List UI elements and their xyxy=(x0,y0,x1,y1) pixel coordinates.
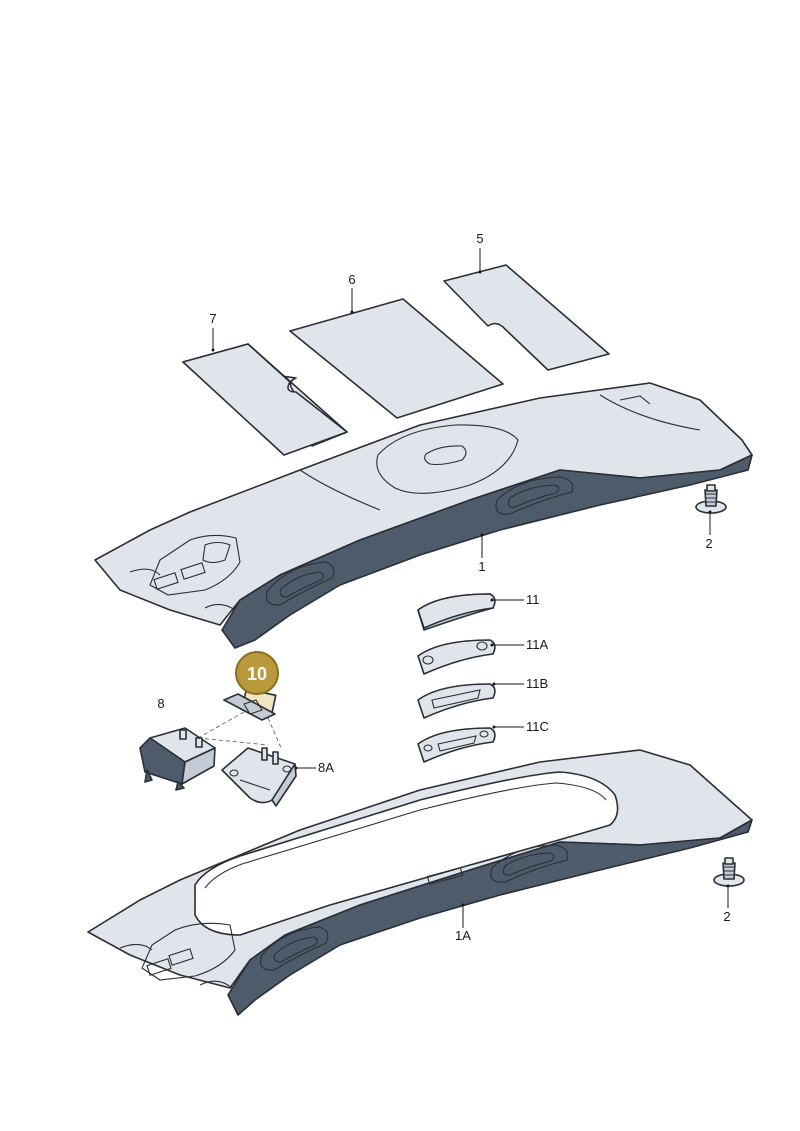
assembly-guide-lines xyxy=(197,711,283,751)
callout-label-11B: 11B xyxy=(526,676,548,691)
insulation-pad-5[interactable] xyxy=(443,264,610,371)
callout-label-7: 7 xyxy=(209,311,216,326)
bolt-2-upper[interactable] xyxy=(695,484,727,514)
cover-11[interactable] xyxy=(417,593,496,631)
cover-11C[interactable] xyxy=(417,727,496,763)
callout-label-10: 10 xyxy=(247,664,267,684)
headliner-1[interactable] xyxy=(94,382,753,649)
clip-10[interactable] xyxy=(223,688,277,721)
headliner-1A[interactable] xyxy=(87,749,753,1016)
callout-label-8A: 8A xyxy=(318,760,334,775)
callout-label-6: 6 xyxy=(348,272,355,287)
callout-badge-10[interactable]: 10 xyxy=(235,651,279,695)
bracket-8A[interactable] xyxy=(221,747,297,807)
cover-11A[interactable] xyxy=(417,639,496,675)
callout-label-2-upper: 2 xyxy=(705,536,712,551)
insulation-pad-7[interactable] xyxy=(182,343,348,456)
callout-label-5: 5 xyxy=(476,231,483,246)
callout-label-11A: 11A xyxy=(526,637,548,652)
callout-label-8: 8 xyxy=(157,696,164,711)
cover-11B[interactable] xyxy=(417,683,496,719)
callout-label-1A: 1A xyxy=(455,928,471,943)
callout-label-1: 1 xyxy=(478,559,485,574)
callout-labels: 7 6 5 1 2 11 11A 11B 11C 8 8A 1A 2 xyxy=(157,231,730,943)
leader-lines xyxy=(211,248,730,928)
callout-label-11: 11 xyxy=(526,592,540,607)
bolt-2-lower[interactable] xyxy=(713,857,745,887)
insulation-pad-6[interactable] xyxy=(289,298,504,419)
bracket-8[interactable] xyxy=(139,727,216,791)
callout-label-2-lower: 2 xyxy=(723,909,730,924)
callout-label-11C: 11C xyxy=(526,719,549,734)
